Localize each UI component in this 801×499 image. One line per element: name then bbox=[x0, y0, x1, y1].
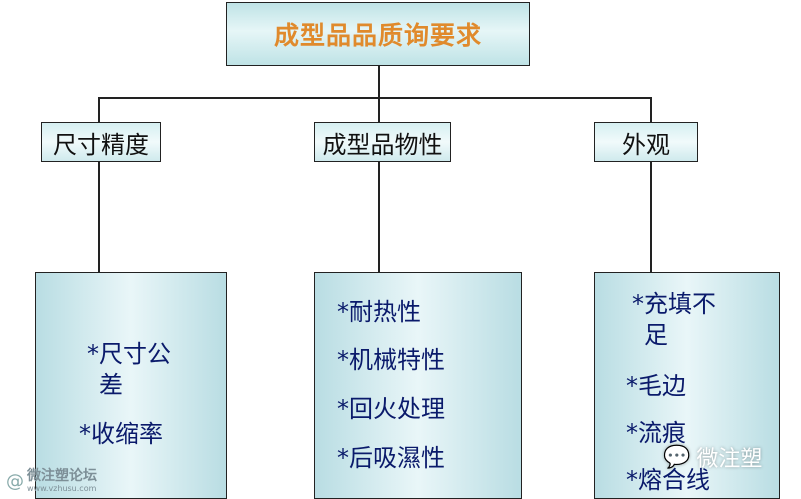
detail-item: *毛边 bbox=[626, 372, 686, 400]
detail-item: *机械特性 bbox=[337, 346, 445, 374]
detail-item: *流痕 bbox=[626, 419, 686, 447]
watermark-left: @ 微注塑论坛 www.vzhusu.com bbox=[6, 465, 128, 497]
detail-node-properties: *耐热性 *机械特性 *回火处理 *后吸濕性 bbox=[314, 272, 522, 499]
category-label: 成型品物性 bbox=[322, 130, 443, 159]
detail-item: *耐热性 bbox=[337, 298, 421, 326]
watermark-left-text: 微注塑论坛 bbox=[27, 467, 97, 484]
category-label: 外观 bbox=[622, 130, 670, 159]
chat-bubble-icon: 💬 bbox=[663, 444, 691, 470]
connector-cat-2-detail bbox=[378, 162, 380, 272]
detail-item-continuation: 足 bbox=[644, 321, 668, 349]
category-node-properties: 成型品物性 bbox=[314, 122, 451, 162]
watermark-right-text: 微注塑 bbox=[696, 447, 763, 472]
watermark-left-url: www.vzhusu.com bbox=[27, 483, 97, 493]
detail-item: *尺寸公 bbox=[87, 340, 171, 368]
category-label: 尺寸精度 bbox=[53, 130, 149, 159]
connector-to-cat-3 bbox=[650, 97, 652, 122]
forum-logo-icon: @ bbox=[6, 470, 24, 492]
category-node-appearance: 外观 bbox=[594, 122, 698, 162]
connector-to-cat-1 bbox=[98, 97, 100, 122]
detail-item: *充填不 bbox=[632, 290, 716, 318]
detail-node-precision: *尺寸公 差 *收缩率 bbox=[35, 272, 227, 499]
detail-item: *熔合线 bbox=[626, 466, 710, 494]
connector-to-cat-2 bbox=[378, 97, 380, 122]
root-title: 成型品品质询要求 bbox=[273, 21, 482, 50]
detail-item: *后吸濕性 bbox=[337, 444, 445, 472]
detail-item: *收缩率 bbox=[79, 420, 163, 448]
detail-node-appearance: *充填不 足 *毛边 *流痕 *熔合线 bbox=[594, 272, 780, 499]
root-node: 成型品品质询要求 bbox=[226, 2, 530, 66]
connector-root-down bbox=[378, 66, 380, 98]
connector-horizontal bbox=[98, 97, 652, 99]
watermark-right: 💬 微注塑 bbox=[663, 440, 762, 474]
connector-cat-3-detail bbox=[650, 162, 652, 272]
detail-item-continuation: 差 bbox=[99, 371, 123, 399]
connector-cat-1-detail bbox=[98, 162, 100, 272]
detail-item: *回火处理 bbox=[337, 395, 445, 423]
category-node-precision: 尺寸精度 bbox=[41, 122, 161, 162]
